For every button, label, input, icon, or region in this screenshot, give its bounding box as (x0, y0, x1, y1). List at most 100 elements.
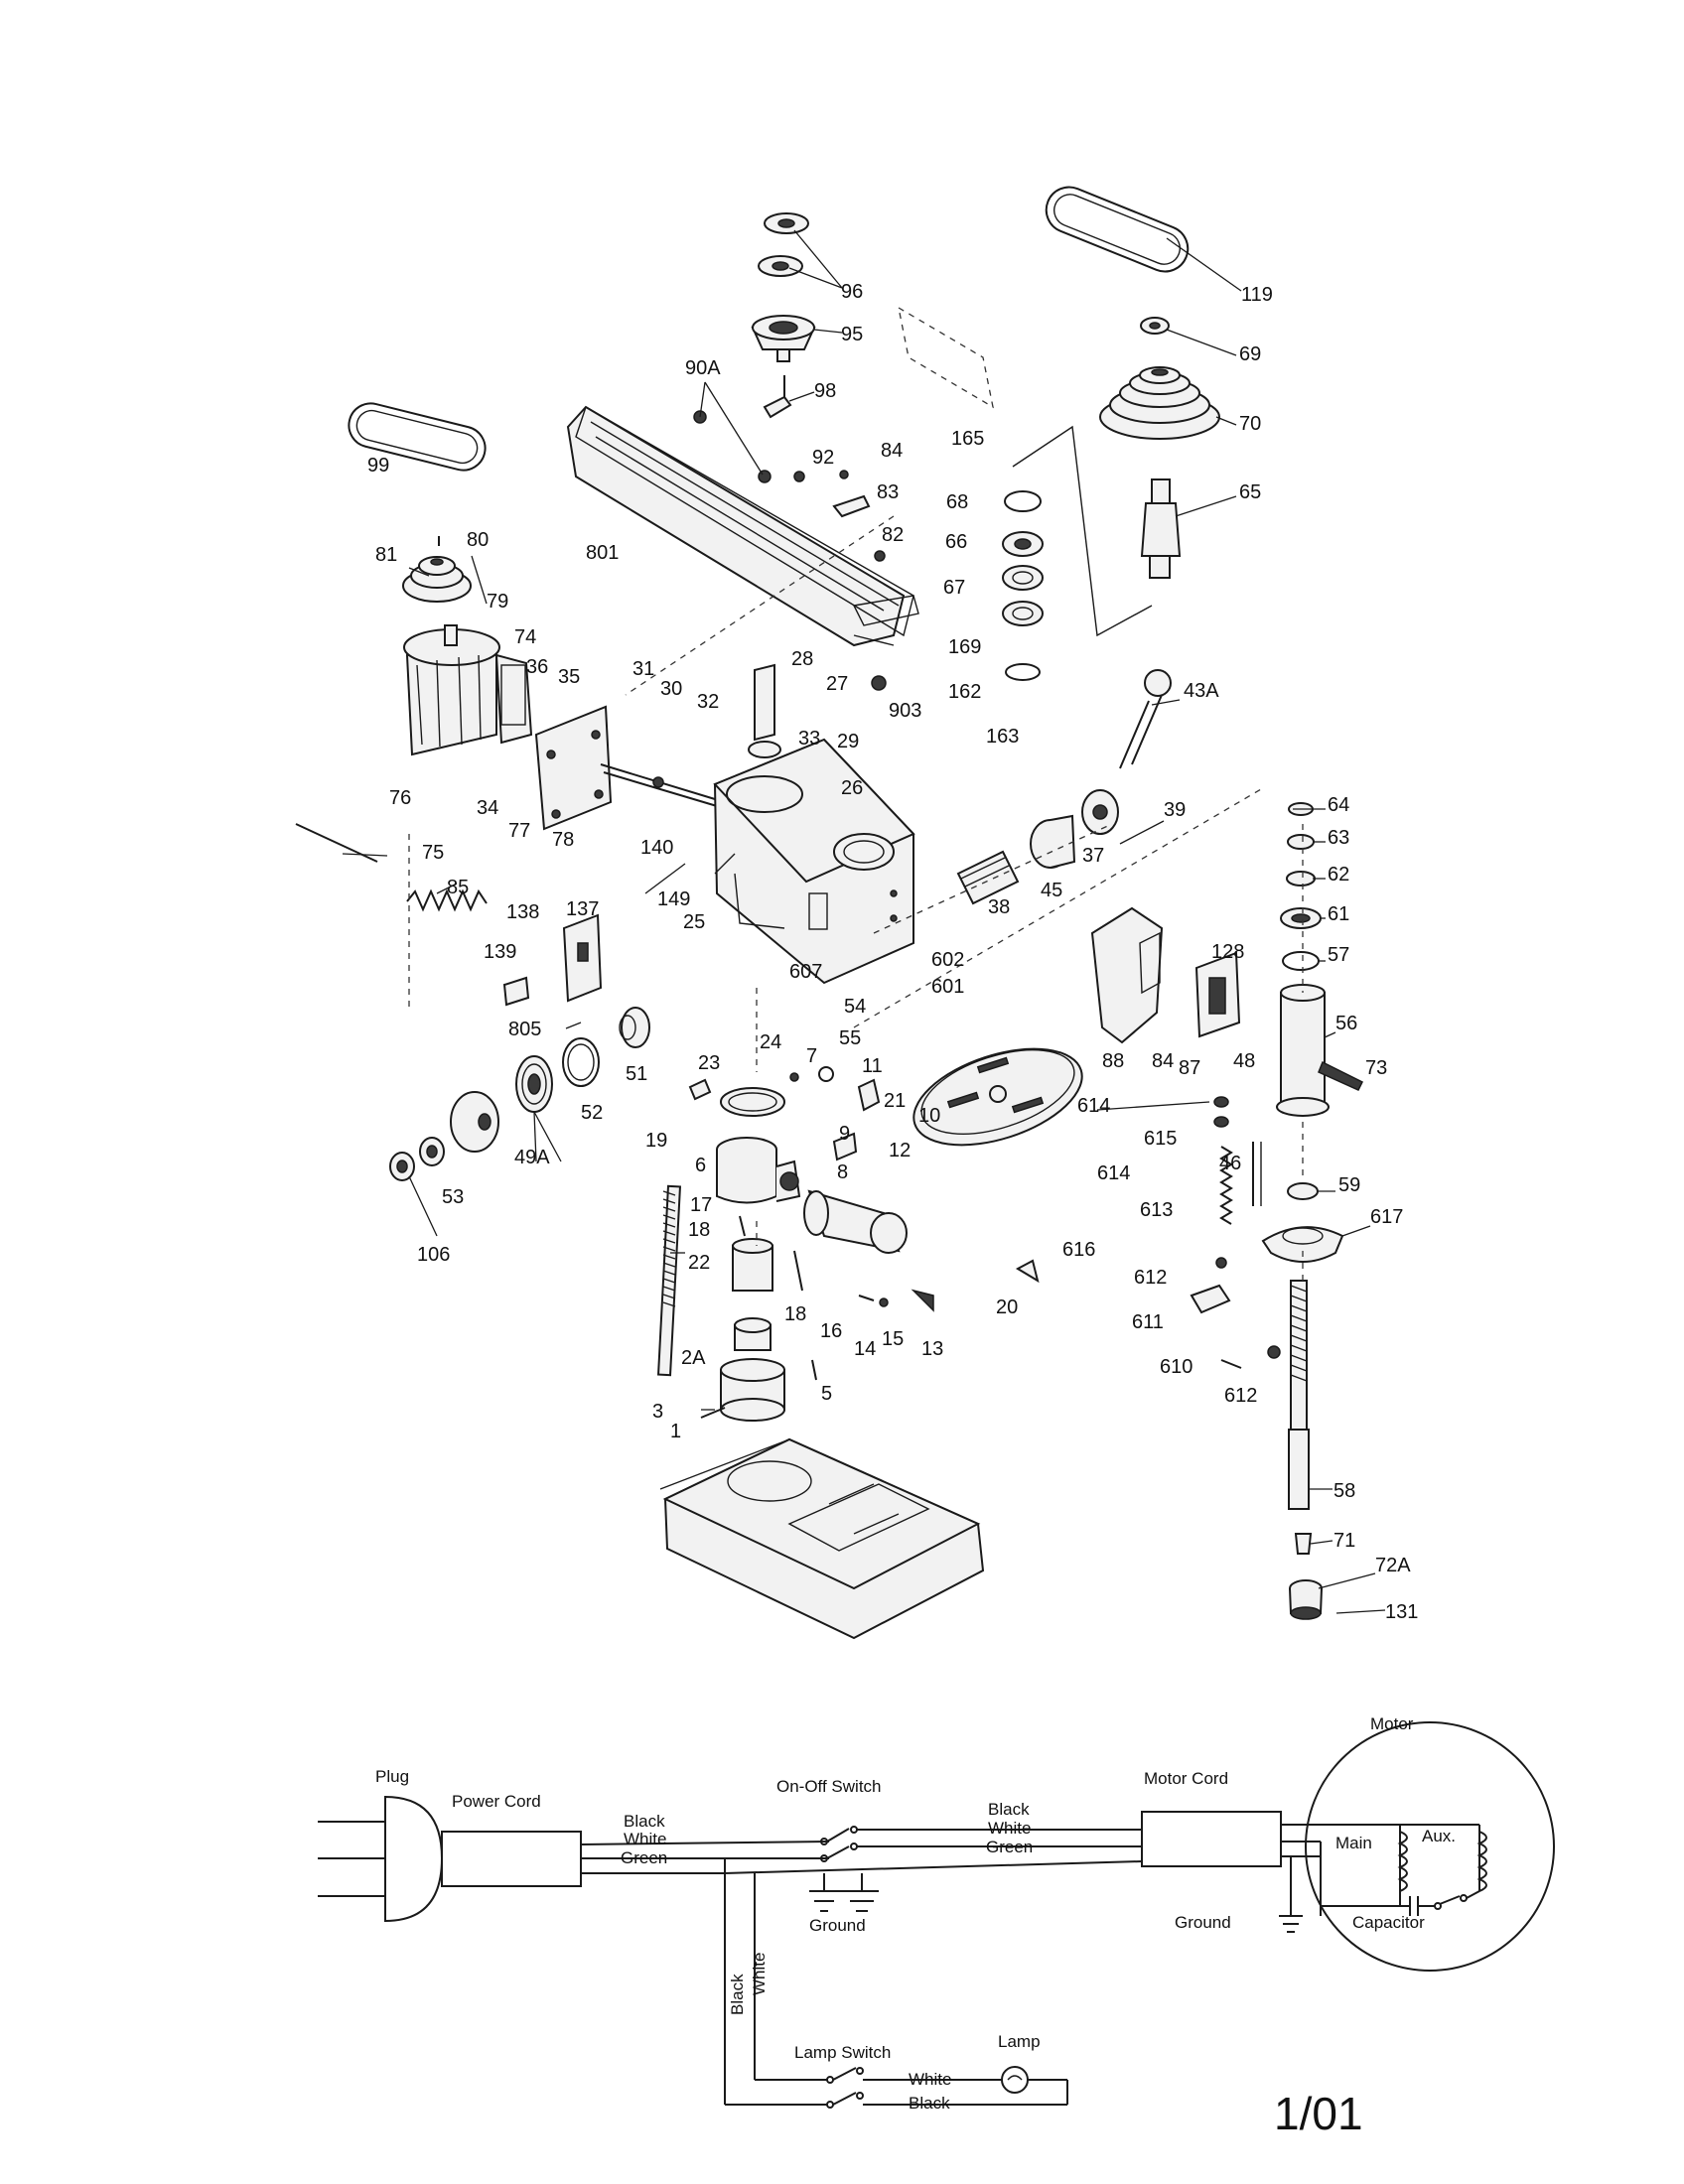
label-99: 99 (367, 455, 389, 477)
switch-87 (1194, 951, 1241, 1038)
wiring-label-motor: Motor (1370, 1714, 1414, 1733)
bracket-27 (748, 663, 781, 758)
wiring-label-white-3: White (909, 2070, 951, 2089)
label-30: 30 (660, 678, 682, 700)
label-616: 616 (1062, 1239, 1095, 1261)
label-21: 21 (884, 1090, 906, 1112)
label-162: 162 (948, 681, 981, 703)
label-72A: 72A (1375, 1555, 1411, 1576)
label-73: 73 (1365, 1057, 1387, 1079)
label-82: 82 (882, 524, 904, 546)
wiring-label-lamp: Lamp (998, 2032, 1041, 2051)
label-32: 32 (697, 691, 719, 713)
label-163: 163 (986, 726, 1019, 748)
label-903: 903 (889, 700, 921, 722)
label-34: 34 (477, 797, 498, 819)
label-90A: 90A (685, 357, 721, 379)
label-83: 83 (877, 481, 899, 503)
label-617: 617 (1370, 1206, 1403, 1228)
wiring-label-on-off-switch: On-Off Switch (776, 1777, 882, 1796)
label-169: 169 (948, 636, 981, 658)
wiring-label-green-2: Green (986, 1838, 1033, 1856)
chuck-71-72A (1289, 1533, 1323, 1620)
label-2A: 2A (681, 1347, 706, 1369)
label-78: 78 (552, 829, 574, 851)
pulley-95 (751, 315, 816, 362)
label-5: 5 (821, 1383, 832, 1405)
label-614b: 614 (1097, 1162, 1130, 1184)
main-winding-icon (1397, 1825, 1408, 1906)
label-79: 79 (487, 591, 508, 613)
label-7: 7 (806, 1045, 817, 1067)
spring-cover-45 (1030, 814, 1076, 869)
rod-75 (295, 823, 378, 863)
label-87: 87 (1179, 1057, 1200, 1079)
wiring-label-white-2: White (988, 1819, 1031, 1838)
label-613: 613 (1140, 1199, 1173, 1221)
capacitor-icon (1321, 1890, 1480, 1916)
ring-23 (720, 1087, 785, 1117)
plate-137 (562, 913, 603, 1003)
label-81: 81 (375, 544, 397, 566)
wiring-label-aux: Aux. (1422, 1827, 1456, 1845)
label-88: 88 (1102, 1050, 1124, 1072)
label-18a: 18 (688, 1219, 710, 1241)
label-607: 607 (789, 961, 822, 983)
label-612a: 612 (1134, 1267, 1167, 1289)
motor-circle (1305, 1721, 1555, 1972)
wiring-label-power-cord: Power Cord (452, 1792, 541, 1811)
wiring-label-ground-1: Ground (809, 1916, 866, 1935)
aux-winding-icon (1400, 1824, 1487, 1892)
label-53: 53 (442, 1186, 464, 1208)
label-61: 61 (1328, 903, 1349, 925)
label-8: 8 (837, 1161, 848, 1183)
label-59: 59 (1338, 1174, 1360, 1196)
spring-49A (515, 1055, 553, 1113)
belt-119 (1045, 186, 1190, 273)
part-labels: 1 2A 3 5 6 7 8 9 10 11 12 13 14 15 16 17… (367, 281, 1418, 1623)
hub-51 (619, 1007, 650, 1048)
label-98: 98 (814, 380, 836, 402)
label-28: 28 (791, 648, 813, 670)
wiring-diagram: Plug Power Cord On-Off Switch Motor Cord… (318, 1714, 1555, 2113)
rack-22 (656, 1184, 682, 1377)
wiring-label-white-vertical: White (750, 1953, 769, 1995)
motor-ground-icon (1279, 1856, 1303, 1933)
wiring-label-green-1: Green (621, 1848, 667, 1867)
label-137: 137 (566, 898, 599, 920)
wiring-label-black-2: Black (988, 1800, 1030, 1819)
label-139: 139 (484, 941, 516, 963)
quill-return-parts-59-617 (1261, 1182, 1344, 1263)
label-69: 69 (1239, 343, 1261, 365)
motor-cord-box (1141, 1811, 1282, 1867)
label-68: 68 (946, 491, 968, 513)
page-number: 1/01 (1274, 2088, 1363, 2139)
label-64: 64 (1328, 794, 1349, 816)
label-3: 3 (652, 1401, 663, 1423)
label-80: 80 (467, 529, 489, 551)
label-149: 149 (657, 888, 690, 910)
label-602: 602 (931, 949, 964, 971)
label-106: 106 (417, 1244, 450, 1266)
label-10: 10 (918, 1105, 940, 1127)
label-20: 20 (996, 1297, 1018, 1318)
label-85: 85 (447, 877, 469, 898)
motor-74 (403, 624, 533, 756)
belt-guard-cover (566, 405, 919, 647)
label-95: 95 (841, 324, 863, 345)
label-71: 71 (1333, 1530, 1355, 1552)
label-92: 92 (812, 447, 834, 469)
bearings-68-66-67 (1002, 490, 1044, 681)
label-67: 67 (943, 577, 965, 599)
rack-58 (1288, 1280, 1310, 1510)
label-54: 54 (844, 996, 866, 1018)
motor-mount-plate-34 (534, 705, 613, 831)
label-128: 128 (1211, 941, 1244, 963)
label-611: 611 (1132, 1311, 1164, 1333)
column-washers-64-63-62-61-57 (1280, 802, 1322, 971)
switch-box-88 (1090, 906, 1164, 1044)
clip-139 (502, 976, 530, 1007)
nut-69 (1140, 317, 1170, 335)
wiring-label-plug: Plug (375, 1767, 409, 1786)
